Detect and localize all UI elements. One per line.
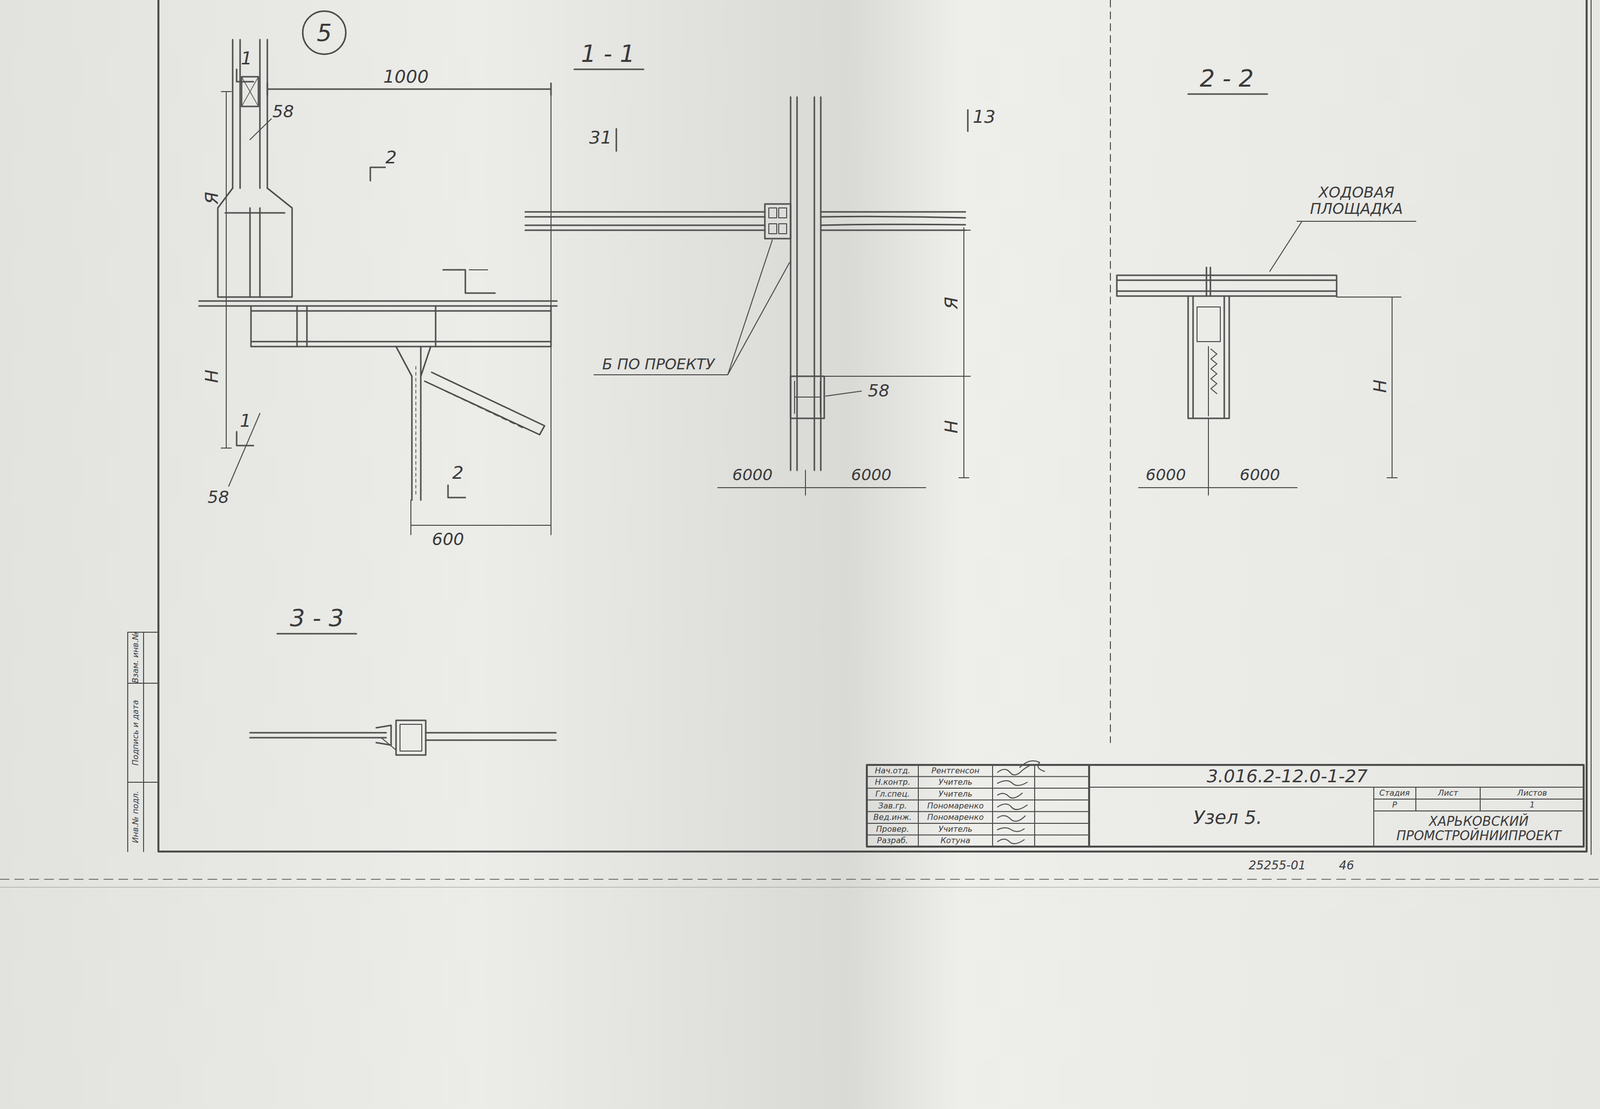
sheet-number: 46 [1339, 858, 1355, 872]
dimension-label: 600 [432, 530, 465, 549]
section-mark: 2 [385, 147, 398, 168]
section-mark: 31 [589, 127, 612, 148]
table-cell: Пономаренко [927, 801, 984, 811]
dimension-label: 6000 [850, 466, 892, 484]
callout-number: 58 [867, 381, 890, 400]
table-cell: Котуна [940, 836, 971, 846]
document-code: 3.016.2-12.0-1-27 [1206, 766, 1368, 787]
table-cell: 1 [1529, 800, 1535, 810]
table-cell: Р [1392, 800, 1398, 810]
node-number: 5 [316, 18, 333, 47]
dimension-label: Я [201, 191, 222, 204]
organization-name: ХАРЬКОВСКИЙ ПРОМСТРОЙНИИПРОЕКТ [1382, 814, 1576, 843]
table-cell: Нач.отд. [874, 766, 911, 776]
table-cell: Гл.спец. [875, 789, 910, 799]
dimension-label: 1000 [383, 66, 429, 87]
section-mark: 1 [240, 410, 252, 431]
dimension-label: 6000 [1145, 466, 1186, 484]
section-mark: 13 [972, 106, 996, 127]
table-cell: Разраб. [877, 836, 909, 846]
note-label: Б ПО ПРОЕКТУ [602, 355, 715, 373]
table-cell: Учитель [938, 789, 973, 799]
sheet-title: Узел 5. [1193, 807, 1262, 829]
dimension-label: Н [201, 369, 222, 383]
section-title: 3 - 3 [290, 604, 345, 632]
dimension-label: 6000 [1239, 466, 1280, 484]
callout-number: 58 [207, 488, 229, 507]
table-cell: Зав.гр. [878, 801, 907, 811]
table-cell: Пономаренко [927, 812, 984, 822]
table-cell: Рентгенсон [931, 766, 980, 776]
note-label: ХОДОВАЯ ПЛОЩАДКА [1289, 184, 1424, 217]
dimension-label: 6000 [732, 466, 773, 484]
section-mark: 1 [241, 48, 253, 69]
table-cell: Учитель [938, 824, 973, 834]
table-cell: Учитель [938, 777, 973, 787]
dimension-label: Н [1370, 379, 1391, 393]
table-cell: Листов [1517, 788, 1548, 798]
section-title: 2 - 2 [1200, 65, 1254, 92]
callout-number: 58 [272, 102, 294, 121]
dimension-label: Я [941, 296, 962, 309]
table-cell: Лист [1438, 788, 1459, 798]
table-cell: Стадия [1379, 788, 1410, 798]
table-cell: Вед.инж. [873, 812, 912, 822]
table-cell: Н.контр. [874, 777, 911, 787]
archive-number: 25255-01 [1248, 858, 1306, 872]
table-cell: Провер. [876, 824, 910, 834]
margin-field: Взам. инв.№ [131, 631, 141, 684]
section-title: 1 - 1 [581, 40, 636, 67]
margin-field: Подпись и дата [131, 700, 141, 766]
dimension-label: Н [941, 419, 962, 434]
margin-field: Инв.№ подл. [131, 790, 141, 843]
callout-circle: 5 [301, 10, 347, 55]
section-mark: 2 [452, 462, 464, 483]
